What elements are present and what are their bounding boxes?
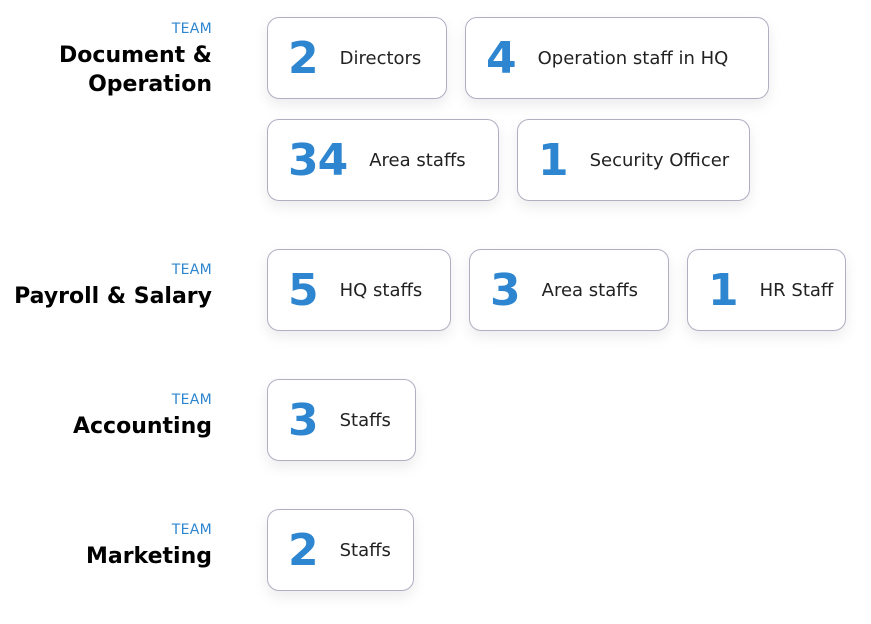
stat-label: Area staffs (369, 149, 466, 171)
team-heading: TEAM Marketing (86, 522, 212, 571)
stat-card: 1 HR Staff (687, 249, 846, 331)
team-heading: TEAM Document & Operation (59, 21, 212, 99)
stat-card: 2 Directors (267, 17, 447, 99)
stat-card: 5 HQ staffs (267, 249, 451, 331)
stat-count: 5 (288, 264, 319, 316)
team-title: Document & Operation (59, 41, 212, 99)
team-label: TEAM (171, 522, 212, 538)
stat-label: Area staffs (541, 279, 639, 301)
stat-count: 1 (538, 134, 569, 186)
team-label: TEAM (171, 392, 212, 408)
stat-card: 3 Staffs (267, 379, 416, 461)
team-title: Accounting (72, 414, 212, 439)
stat-card: 1 Security Officer (517, 119, 750, 201)
stat-label: Staffs (339, 539, 391, 561)
stat-count: 34 (288, 134, 348, 186)
stat-label: HR Staff (759, 279, 834, 301)
team-title: Payroll & Salary (14, 284, 212, 309)
stat-card: 34 Area staffs (267, 119, 499, 201)
stat-count: 3 (490, 264, 521, 316)
stat-label: HQ staffs (339, 279, 423, 301)
stat-label: Directors (339, 47, 422, 69)
stat-label: Staffs (339, 409, 391, 431)
stat-count: 2 (288, 524, 319, 576)
team-heading: TEAM Accounting (73, 392, 212, 441)
stat-count: 2 (288, 32, 319, 84)
stat-count: 3 (288, 394, 319, 446)
team-title: Marketing (85, 544, 212, 569)
stat-count: 1 (708, 264, 739, 316)
stat-card: 4 Operation staff in HQ (465, 17, 769, 99)
team-title-line: Document & (59, 43, 212, 68)
stat-label: Security Officer (589, 149, 730, 171)
stat-card: 3 Area staffs (469, 249, 669, 331)
stat-label: Operation staff in HQ (537, 47, 729, 69)
stat-card: 2 Staffs (267, 509, 414, 591)
team-label: TEAM (171, 262, 212, 278)
team-heading: TEAM Payroll & Salary (14, 262, 212, 311)
team-label: TEAM (171, 21, 212, 37)
team-title-line: Operation (88, 72, 212, 97)
stat-count: 4 (486, 32, 517, 84)
